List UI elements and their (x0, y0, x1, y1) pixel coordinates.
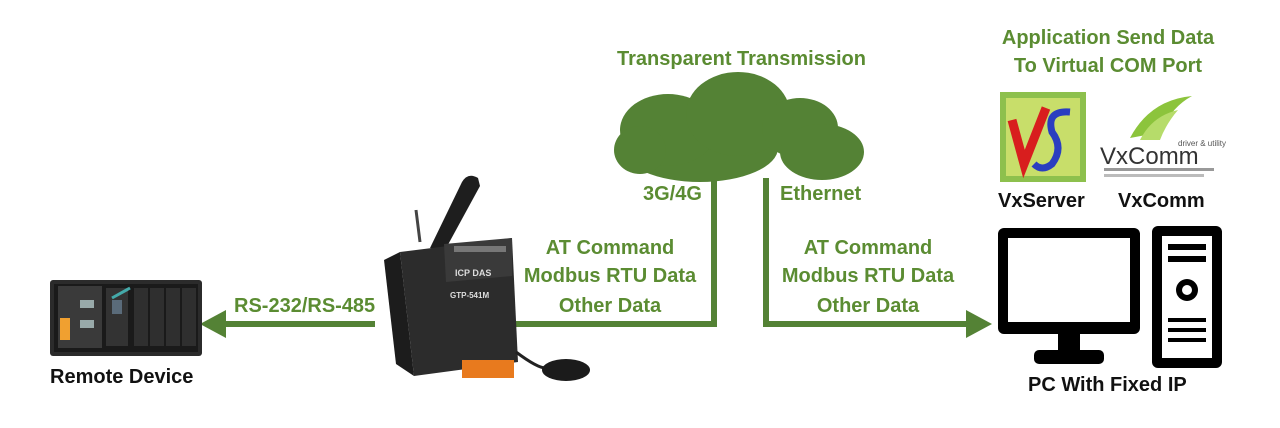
right-data-line2: Modbus RTU Data (780, 262, 956, 290)
pc-label: PC With Fixed IP (1028, 374, 1187, 397)
remote-device-label: Remote Device (50, 366, 193, 389)
left-data-line1: AT Command (522, 234, 698, 262)
left-data-line3: Other Data (522, 292, 698, 320)
cellular-label: 3G/4G (643, 180, 702, 208)
pc-monitor-icon (998, 228, 1140, 364)
app-title-line2: To Virtual COM Port (996, 52, 1220, 80)
right-data-line3: Other Data (780, 292, 956, 320)
right-data-line1: AT Command (780, 234, 956, 262)
vxserver-logo-icon (1000, 92, 1086, 182)
vxcomm-logo-icon: VxComm driver & utility (1100, 92, 1228, 184)
ethernet-arrowhead (966, 310, 992, 338)
pc-tower-icon (1152, 226, 1222, 368)
cloud-icon (614, 72, 864, 182)
serial-arrowhead (200, 310, 226, 338)
device-brand-text: ICP DAS (455, 268, 491, 278)
cloud-title: Transparent Transmission (617, 45, 866, 73)
device-model-text: GTP-541M (450, 291, 489, 300)
vxcomm-label: VxComm (1118, 190, 1205, 213)
ethernet-label: Ethernet (780, 180, 861, 208)
remote-device-icon (50, 280, 202, 356)
serial-label: RS-232/RS-485 (234, 292, 375, 320)
left-data-line2: Modbus RTU Data (522, 262, 698, 290)
vxcomm-logo-tagline: driver & utility (1178, 139, 1226, 148)
vxserver-label: VxServer (998, 190, 1085, 213)
app-title-line1: Application Send Data (996, 24, 1220, 52)
